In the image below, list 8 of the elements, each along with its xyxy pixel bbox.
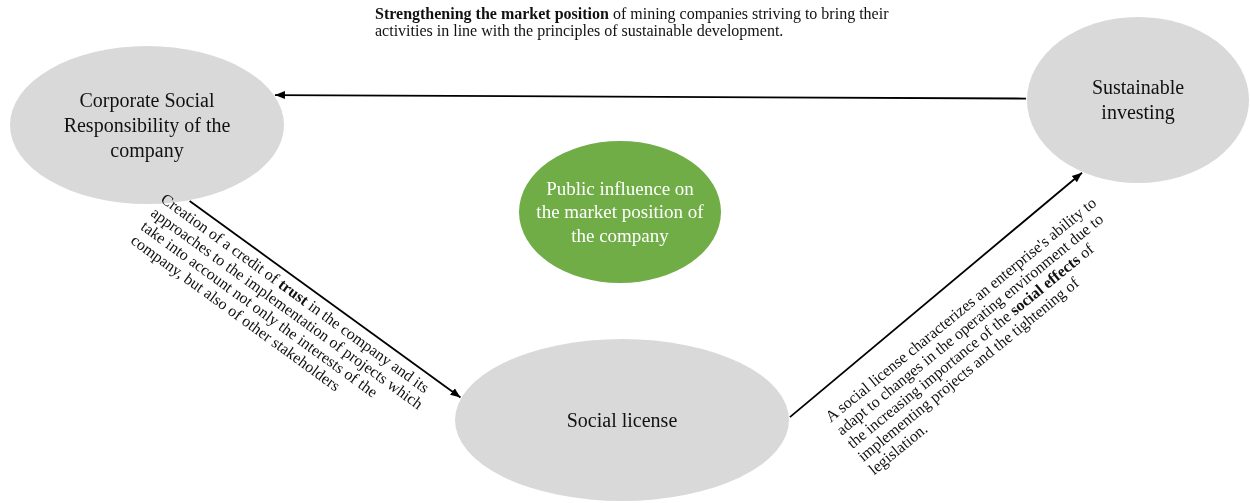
arrow	[188, 200, 462, 399]
node-label: Public influence on the market position of the company	[535, 176, 705, 248]
node-label: Social license	[565, 407, 679, 433]
edge-label: Strengthening the market position of mining companies striving to bring their activities in line with the principles of sustainable development.	[375, 5, 890, 39]
arrow	[789, 171, 1083, 419]
arrow	[274, 91, 1027, 100]
node-label: Corporate Social Responsibility of the company	[62, 87, 232, 163]
node-label: Sustainable investing	[1090, 75, 1186, 125]
